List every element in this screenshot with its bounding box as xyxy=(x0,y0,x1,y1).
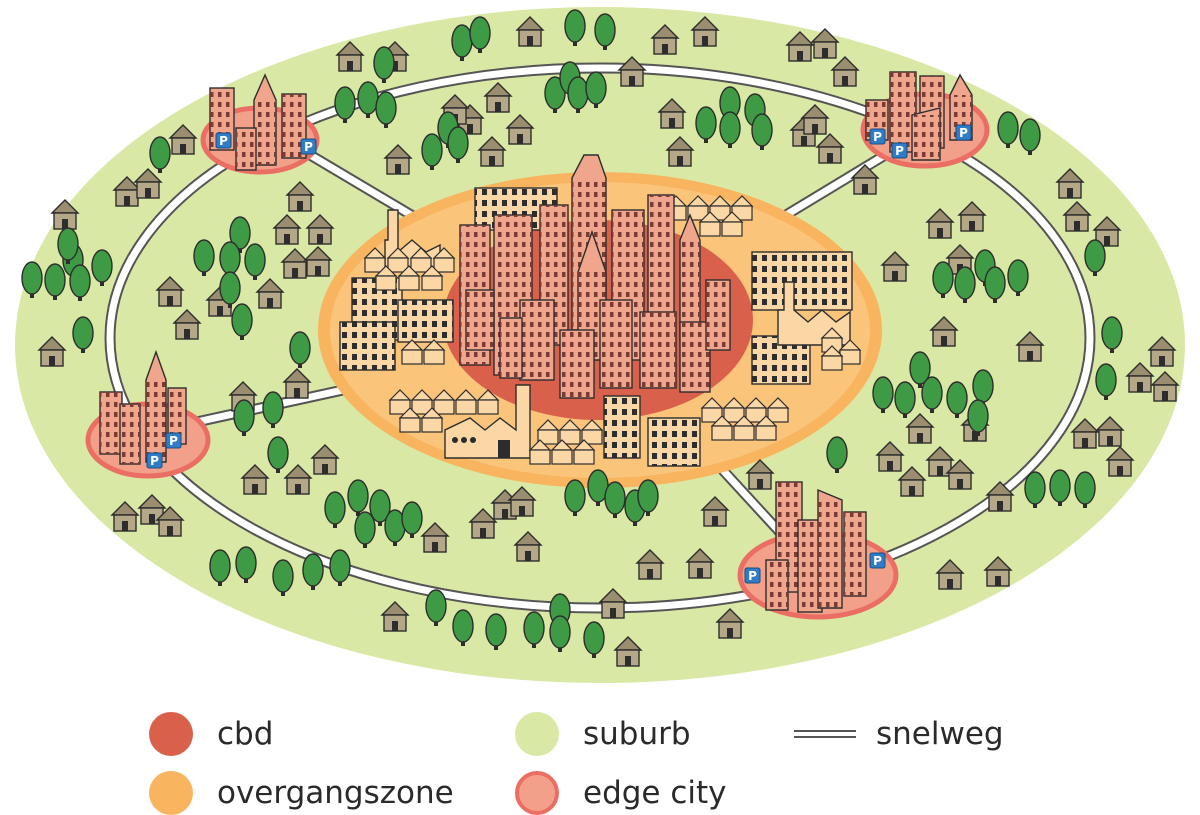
suburb-swatch xyxy=(515,712,559,756)
parking-icon: P xyxy=(744,567,761,584)
svg-text:P: P xyxy=(169,434,178,448)
svg-text:P: P xyxy=(150,454,159,468)
legend-snelweg: snelweg xyxy=(794,712,1004,756)
parking-icon: P xyxy=(165,432,182,449)
legend-snelweg-label: snelweg xyxy=(876,716,1004,752)
svg-text:P: P xyxy=(748,569,757,583)
svg-text:P: P xyxy=(873,130,882,144)
parking-icon: P xyxy=(215,132,232,149)
legend-cbd-label: cbd xyxy=(217,716,274,752)
cbd-skyscrapers xyxy=(459,154,731,399)
edge-city-bottom-right: P P xyxy=(737,481,899,620)
cbd-swatch xyxy=(149,712,193,756)
factory-icon xyxy=(444,384,531,459)
svg-text:P: P xyxy=(219,134,228,148)
parking-icon: P xyxy=(146,452,163,469)
legend-overgangszone-label: overgangszone xyxy=(217,775,454,811)
parking-icon: P xyxy=(891,142,908,159)
road-swatch xyxy=(794,728,856,740)
legend-edge-city: edge city xyxy=(515,771,727,815)
parking-icon: P xyxy=(300,138,317,155)
svg-text:P: P xyxy=(873,554,882,568)
edge-city-swatch xyxy=(515,771,559,815)
legend-overgangszone: overgangszone xyxy=(149,771,454,815)
parking-icon: P xyxy=(955,124,972,141)
svg-text:P: P xyxy=(895,144,904,158)
svg-text:P: P xyxy=(959,126,968,140)
city-model-diagram: P P P P P xyxy=(15,7,1185,683)
legend-edge-city-label: edge city xyxy=(583,775,727,811)
parking-icon: P xyxy=(869,552,886,569)
edge-city-top-right: P P P xyxy=(860,71,990,169)
legend-suburb-label: suburb xyxy=(583,716,691,752)
edge-city-top-left: P P xyxy=(200,73,320,175)
legend-cbd: cbd xyxy=(149,712,273,756)
edge-city-left: P P xyxy=(85,349,211,479)
legend-suburb: suburb xyxy=(515,712,691,756)
svg-text:P: P xyxy=(304,140,313,154)
parking-icon: P xyxy=(869,128,886,145)
overgangszone-swatch xyxy=(149,771,193,815)
